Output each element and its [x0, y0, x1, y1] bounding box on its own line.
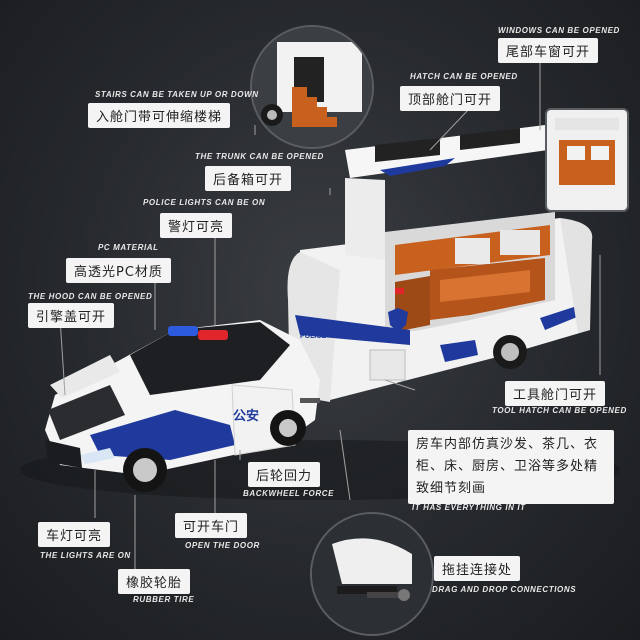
backwheel-caption-en: BACKWHEEL FORCE — [243, 489, 335, 498]
tire-caption-en: RUBBER TIRE — [133, 595, 195, 604]
door-caption-cn: 可开车门 — [175, 513, 248, 538]
pc-material-caption-cn: 高透光PC材质 — [66, 258, 171, 283]
hood-caption-en: THE HOOD CAN BE OPENED — [28, 292, 153, 301]
stairs-caption-cn: 入舱门带可伸缩楼梯 — [88, 103, 231, 128]
hitch-illustration — [312, 514, 432, 634]
tool-hatch-caption-en: TOOL HATCH CAN BE OPENED — [492, 406, 627, 415]
police-car — [45, 320, 320, 492]
interior-caption-en: IT HAS EVERYTHING IN IT — [412, 503, 526, 512]
tire-caption-cn: 橡胶轮胎 — [118, 569, 191, 594]
backwheel-caption-cn: 后轮回力 — [248, 462, 321, 487]
pc-material-caption-en: PC MATERIAL — [98, 243, 159, 252]
stairs-caption-en: STAIRS CAN BE TAKEN UP OR DOWN — [95, 90, 259, 99]
trailer-cn-lettering: 警察 — [305, 320, 327, 333]
trailer — [287, 125, 593, 402]
hatch-caption-en: HATCH CAN BE OPENED — [410, 72, 518, 81]
police-lights-caption-en: POLICE LIGHTS CAN BE ON — [143, 198, 266, 207]
drag-caption-cn: 拖挂连接处 — [434, 556, 521, 581]
lights-caption-cn: 车灯可亮 — [38, 522, 111, 547]
stairs-detail-inset — [250, 25, 374, 149]
interior-caption-cn: 房车内部仿真沙发、茶几、衣柜、床、厨房、卫浴等多处精致细节刻画 — [408, 430, 614, 504]
hood-caption-cn: 引擎盖可开 — [28, 303, 115, 328]
stairs-illustration — [252, 27, 372, 147]
windows-caption-en: WINDOWS CAN BE OPENED — [498, 26, 620, 35]
car-door-lettering: 公安 — [233, 409, 260, 424]
windows-detail-inset — [545, 108, 629, 212]
door-caption-en: OPEN THE DOOR — [185, 541, 260, 550]
hitch-detail-inset — [310, 512, 434, 636]
police-lights-caption-cn: 警灯可亮 — [160, 213, 233, 238]
trailer-en-lettering: POLICE — [300, 333, 327, 340]
rear-window-illustration — [547, 110, 627, 210]
drag-caption-en: DRAG AND DROP CONNECTIONS — [432, 585, 577, 594]
windows-caption-cn: 尾部车窗可开 — [498, 38, 599, 63]
tool-hatch-caption-cn: 工具舱门可开 — [505, 381, 606, 406]
hatch-caption-cn: 顶部舱门可开 — [400, 86, 501, 111]
trunk-caption-en: THE TRUNK CAN BE OPENED — [195, 152, 324, 161]
lights-caption-en: THE LIGHTS ARE ON — [40, 551, 131, 560]
trunk-caption-cn: 后备箱可开 — [205, 166, 292, 191]
